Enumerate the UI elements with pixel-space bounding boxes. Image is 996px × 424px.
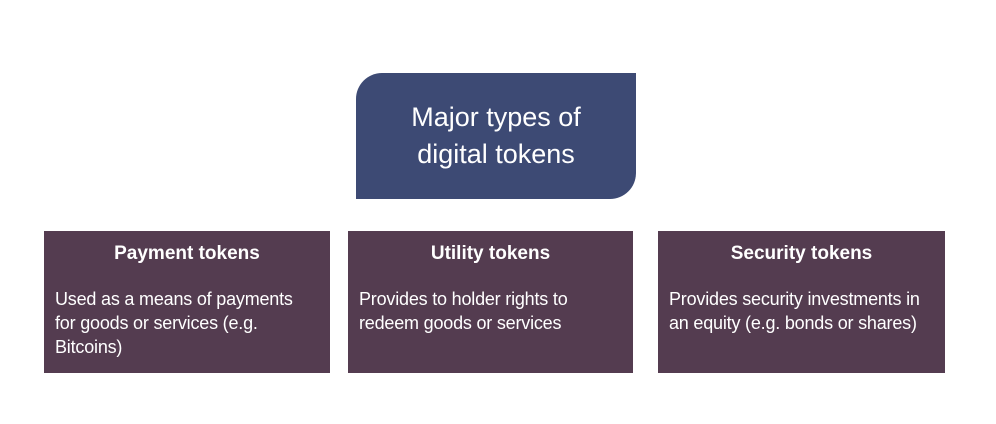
branch-title-utility-tokens: Utility tokens	[430, 243, 551, 264]
branch-node-security-tokens: Security tokens Provides security invest…	[658, 231, 945, 373]
branch-title-security-tokens: Security tokens	[730, 243, 873, 264]
root-node: Major types of digital tokens	[356, 73, 636, 199]
branch-node-utility-tokens: Utility tokens Provides to holder rights…	[348, 231, 633, 373]
branch-title-payment-tokens: Payment tokens	[114, 243, 260, 264]
branch-description-utility-tokens: Provides to holder rights to redeem good…	[359, 289, 568, 333]
root-node-title: Major types of digital tokens	[411, 102, 581, 169]
branch-description-payment-tokens: Used as a means of payments for goods or…	[55, 289, 293, 357]
branch-description-security-tokens: Provides security investments in an equi…	[669, 289, 920, 333]
branch-node-payment-tokens: Payment tokens Used as a means of paymen…	[44, 231, 330, 373]
